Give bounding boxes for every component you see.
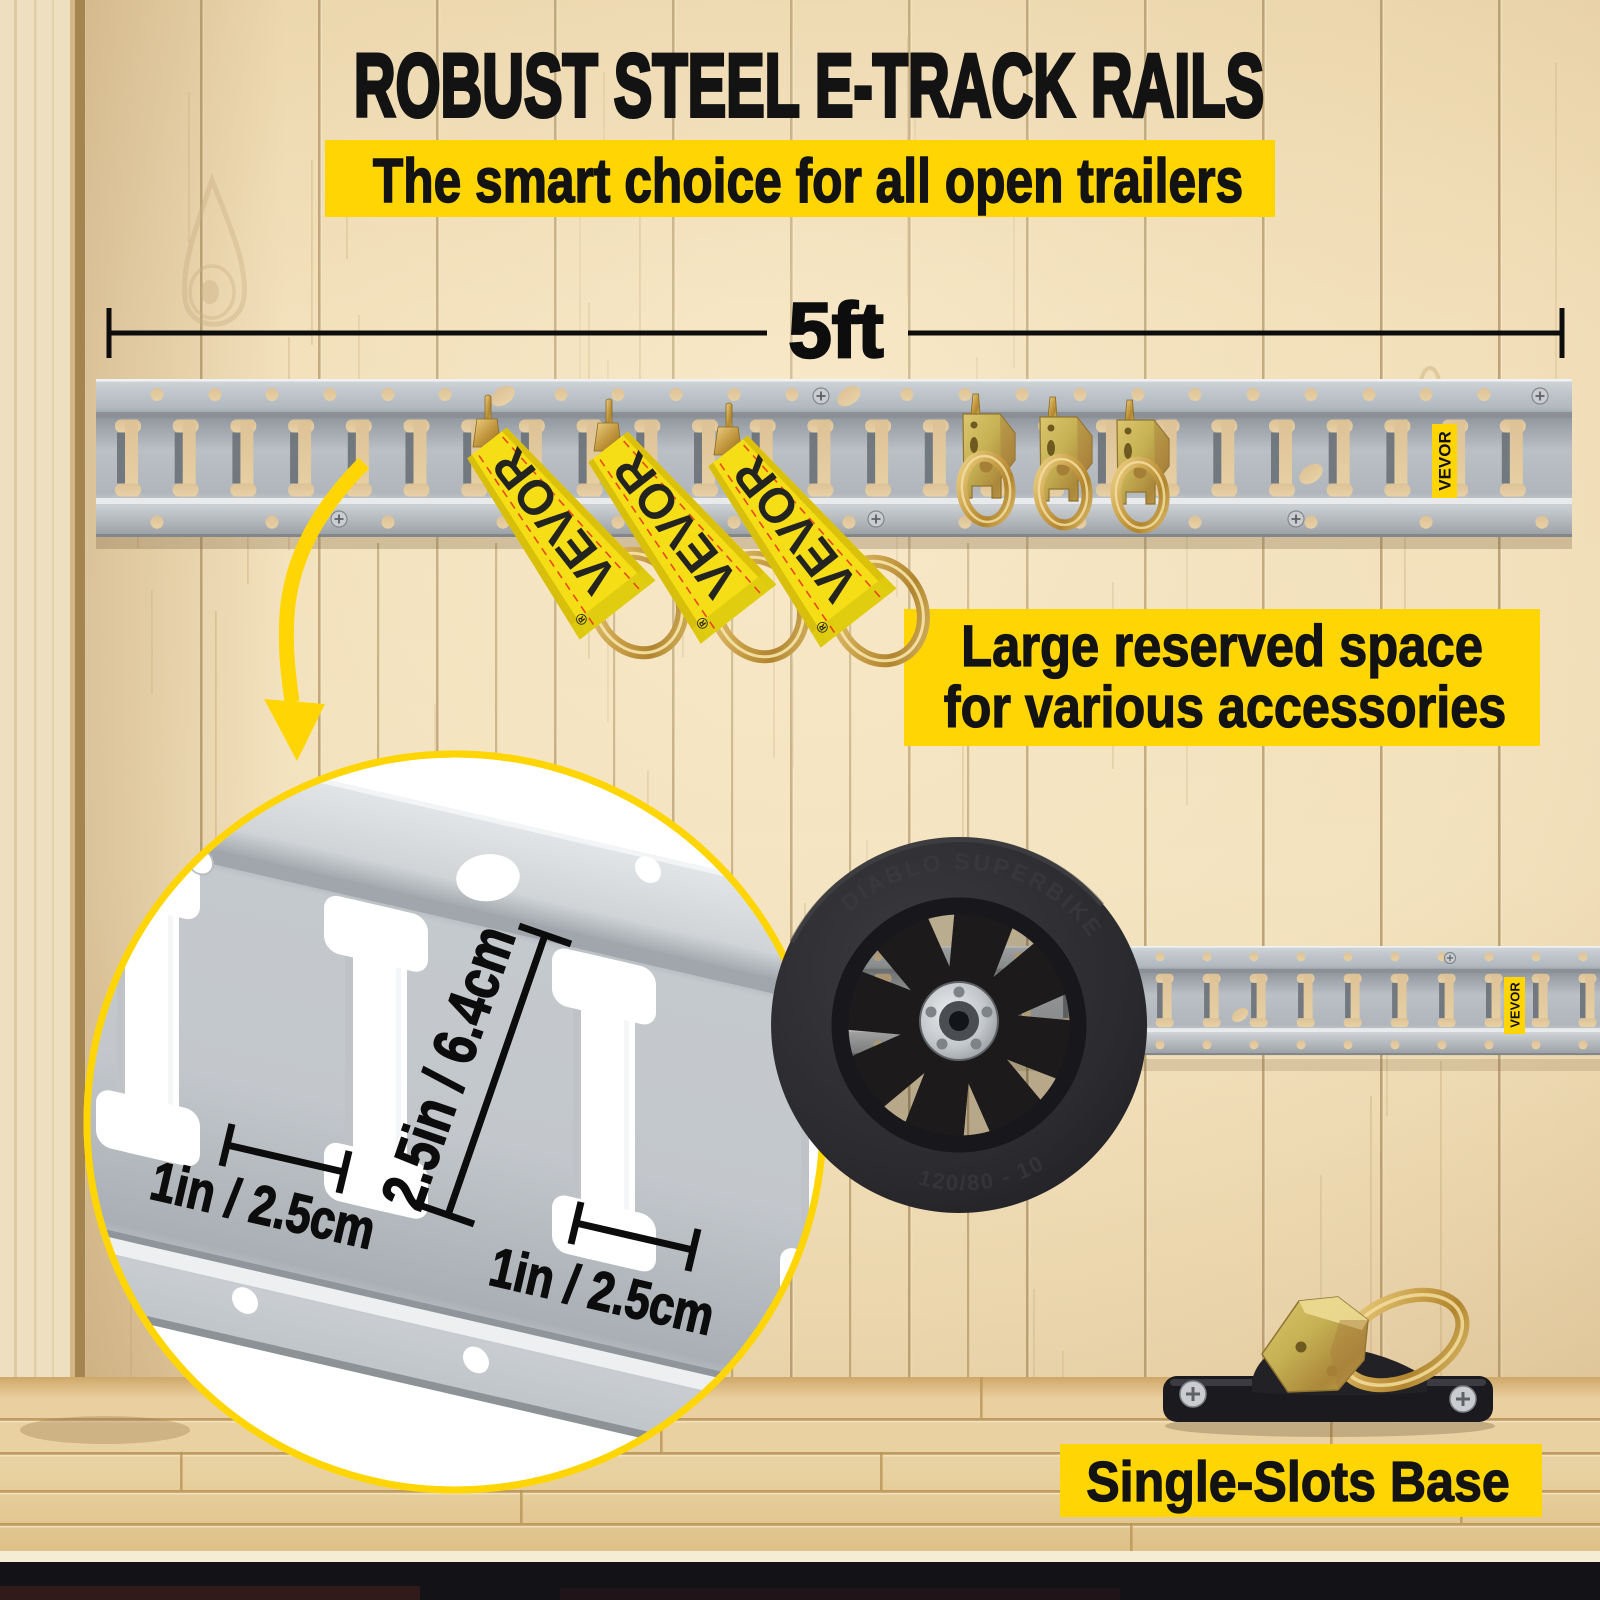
- svg-text:VEVOR: VEVOR: [1436, 431, 1455, 491]
- svg-text:The smart choice for all open: The smart choice for all open trailers: [373, 146, 1243, 216]
- svg-text:VEVOR: VEVOR: [1508, 982, 1523, 1028]
- svg-text:for various accessories: for various accessories: [944, 675, 1506, 740]
- svg-text:5ft: 5ft: [788, 286, 883, 374]
- svg-text:Single-Slots Base: Single-Slots Base: [1086, 1450, 1510, 1514]
- svg-text:ROBUST STEEL E-TRACK RAILS: ROBUST STEEL E-TRACK RAILS: [354, 35, 1264, 135]
- svg-text:Large reserved space: Large reserved space: [961, 614, 1483, 679]
